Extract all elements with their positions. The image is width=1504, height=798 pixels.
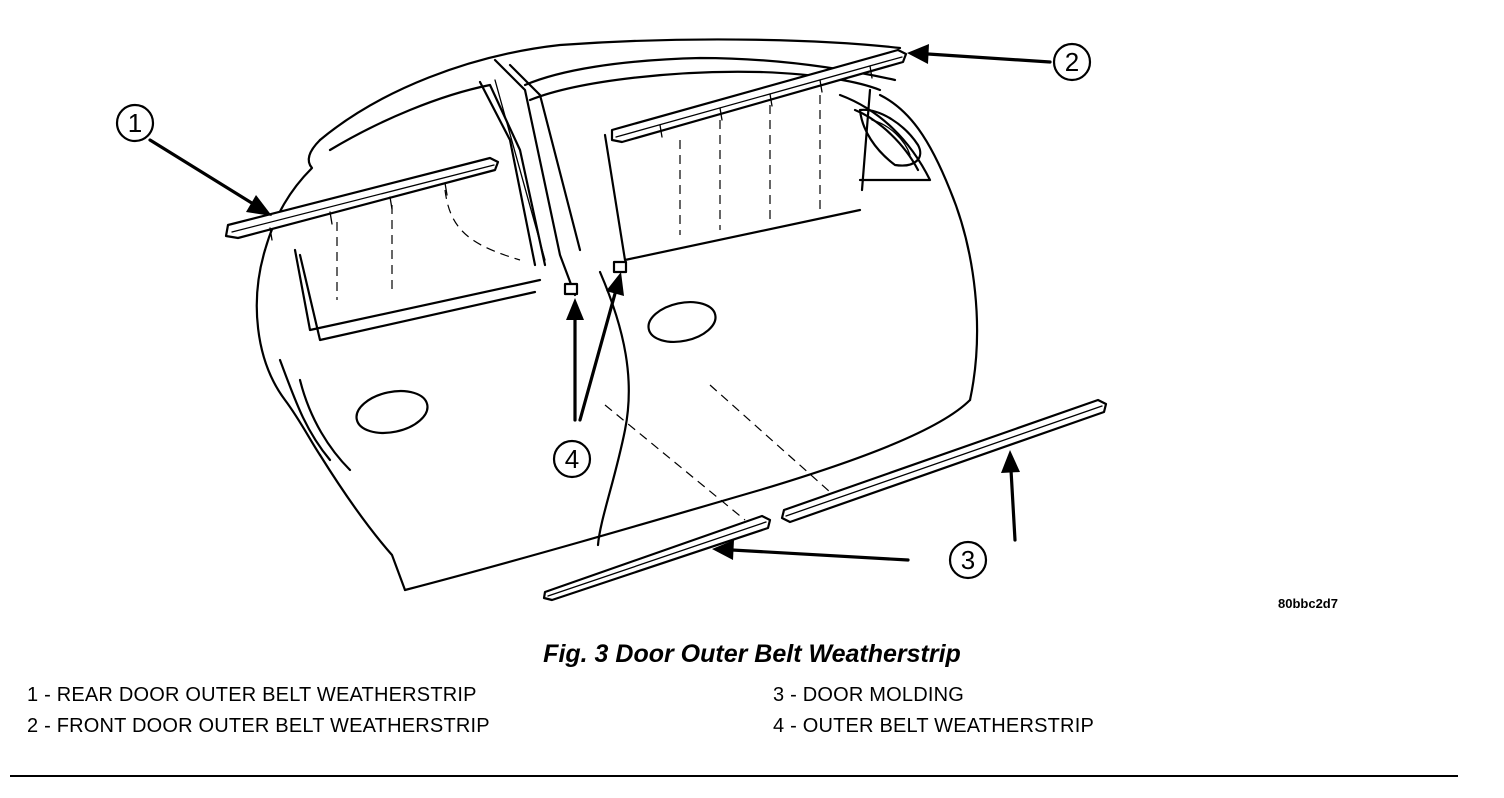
door-handles (355, 301, 717, 435)
legend-item: 3 - DOOR MOLDING (773, 684, 964, 706)
front-door-window-frame (523, 56, 932, 262)
callout-2: 2 (1052, 42, 1092, 82)
image-code: 80bbc2d7 (1278, 596, 1338, 611)
callout-4: 4 (552, 439, 592, 479)
rear-belt-weatherstrip (224, 156, 500, 241)
callout-3: 3 (948, 540, 988, 580)
svg-text:1: 1 (128, 108, 142, 138)
b-pillar (493, 58, 582, 297)
installation-lines (336, 95, 831, 521)
figure-caption: Fig. 3 Door Outer Belt Weatherstrip (543, 640, 961, 668)
side-mirror (858, 108, 922, 167)
legend-item: 1 - REAR DOOR OUTER BELT WEATHERSTRIP (27, 684, 477, 706)
vehicle-body-outline (255, 38, 979, 592)
weatherstrip-clips (563, 260, 628, 296)
door-seam (596, 270, 630, 547)
door-moldings (542, 398, 1108, 602)
callout-arrows (148, 44, 1052, 562)
svg-text:2: 2 (1065, 47, 1079, 77)
door-weatherstrip-diagram: 1 2 3 4 (115, 38, 1108, 602)
svg-text:3: 3 (961, 545, 975, 575)
front-belt-weatherstrip (610, 48, 908, 144)
callout-1: 1 (115, 103, 155, 143)
svg-text:4: 4 (565, 444, 579, 474)
legend-item: 4 - OUTER BELT WEATHERSTRIP (773, 715, 1094, 737)
legend-item: 2 - FRONT DOOR OUTER BELT WEATHERSTRIP (27, 715, 490, 737)
rear-door-window-frame (293, 80, 547, 342)
bottom-divider (10, 775, 1458, 777)
